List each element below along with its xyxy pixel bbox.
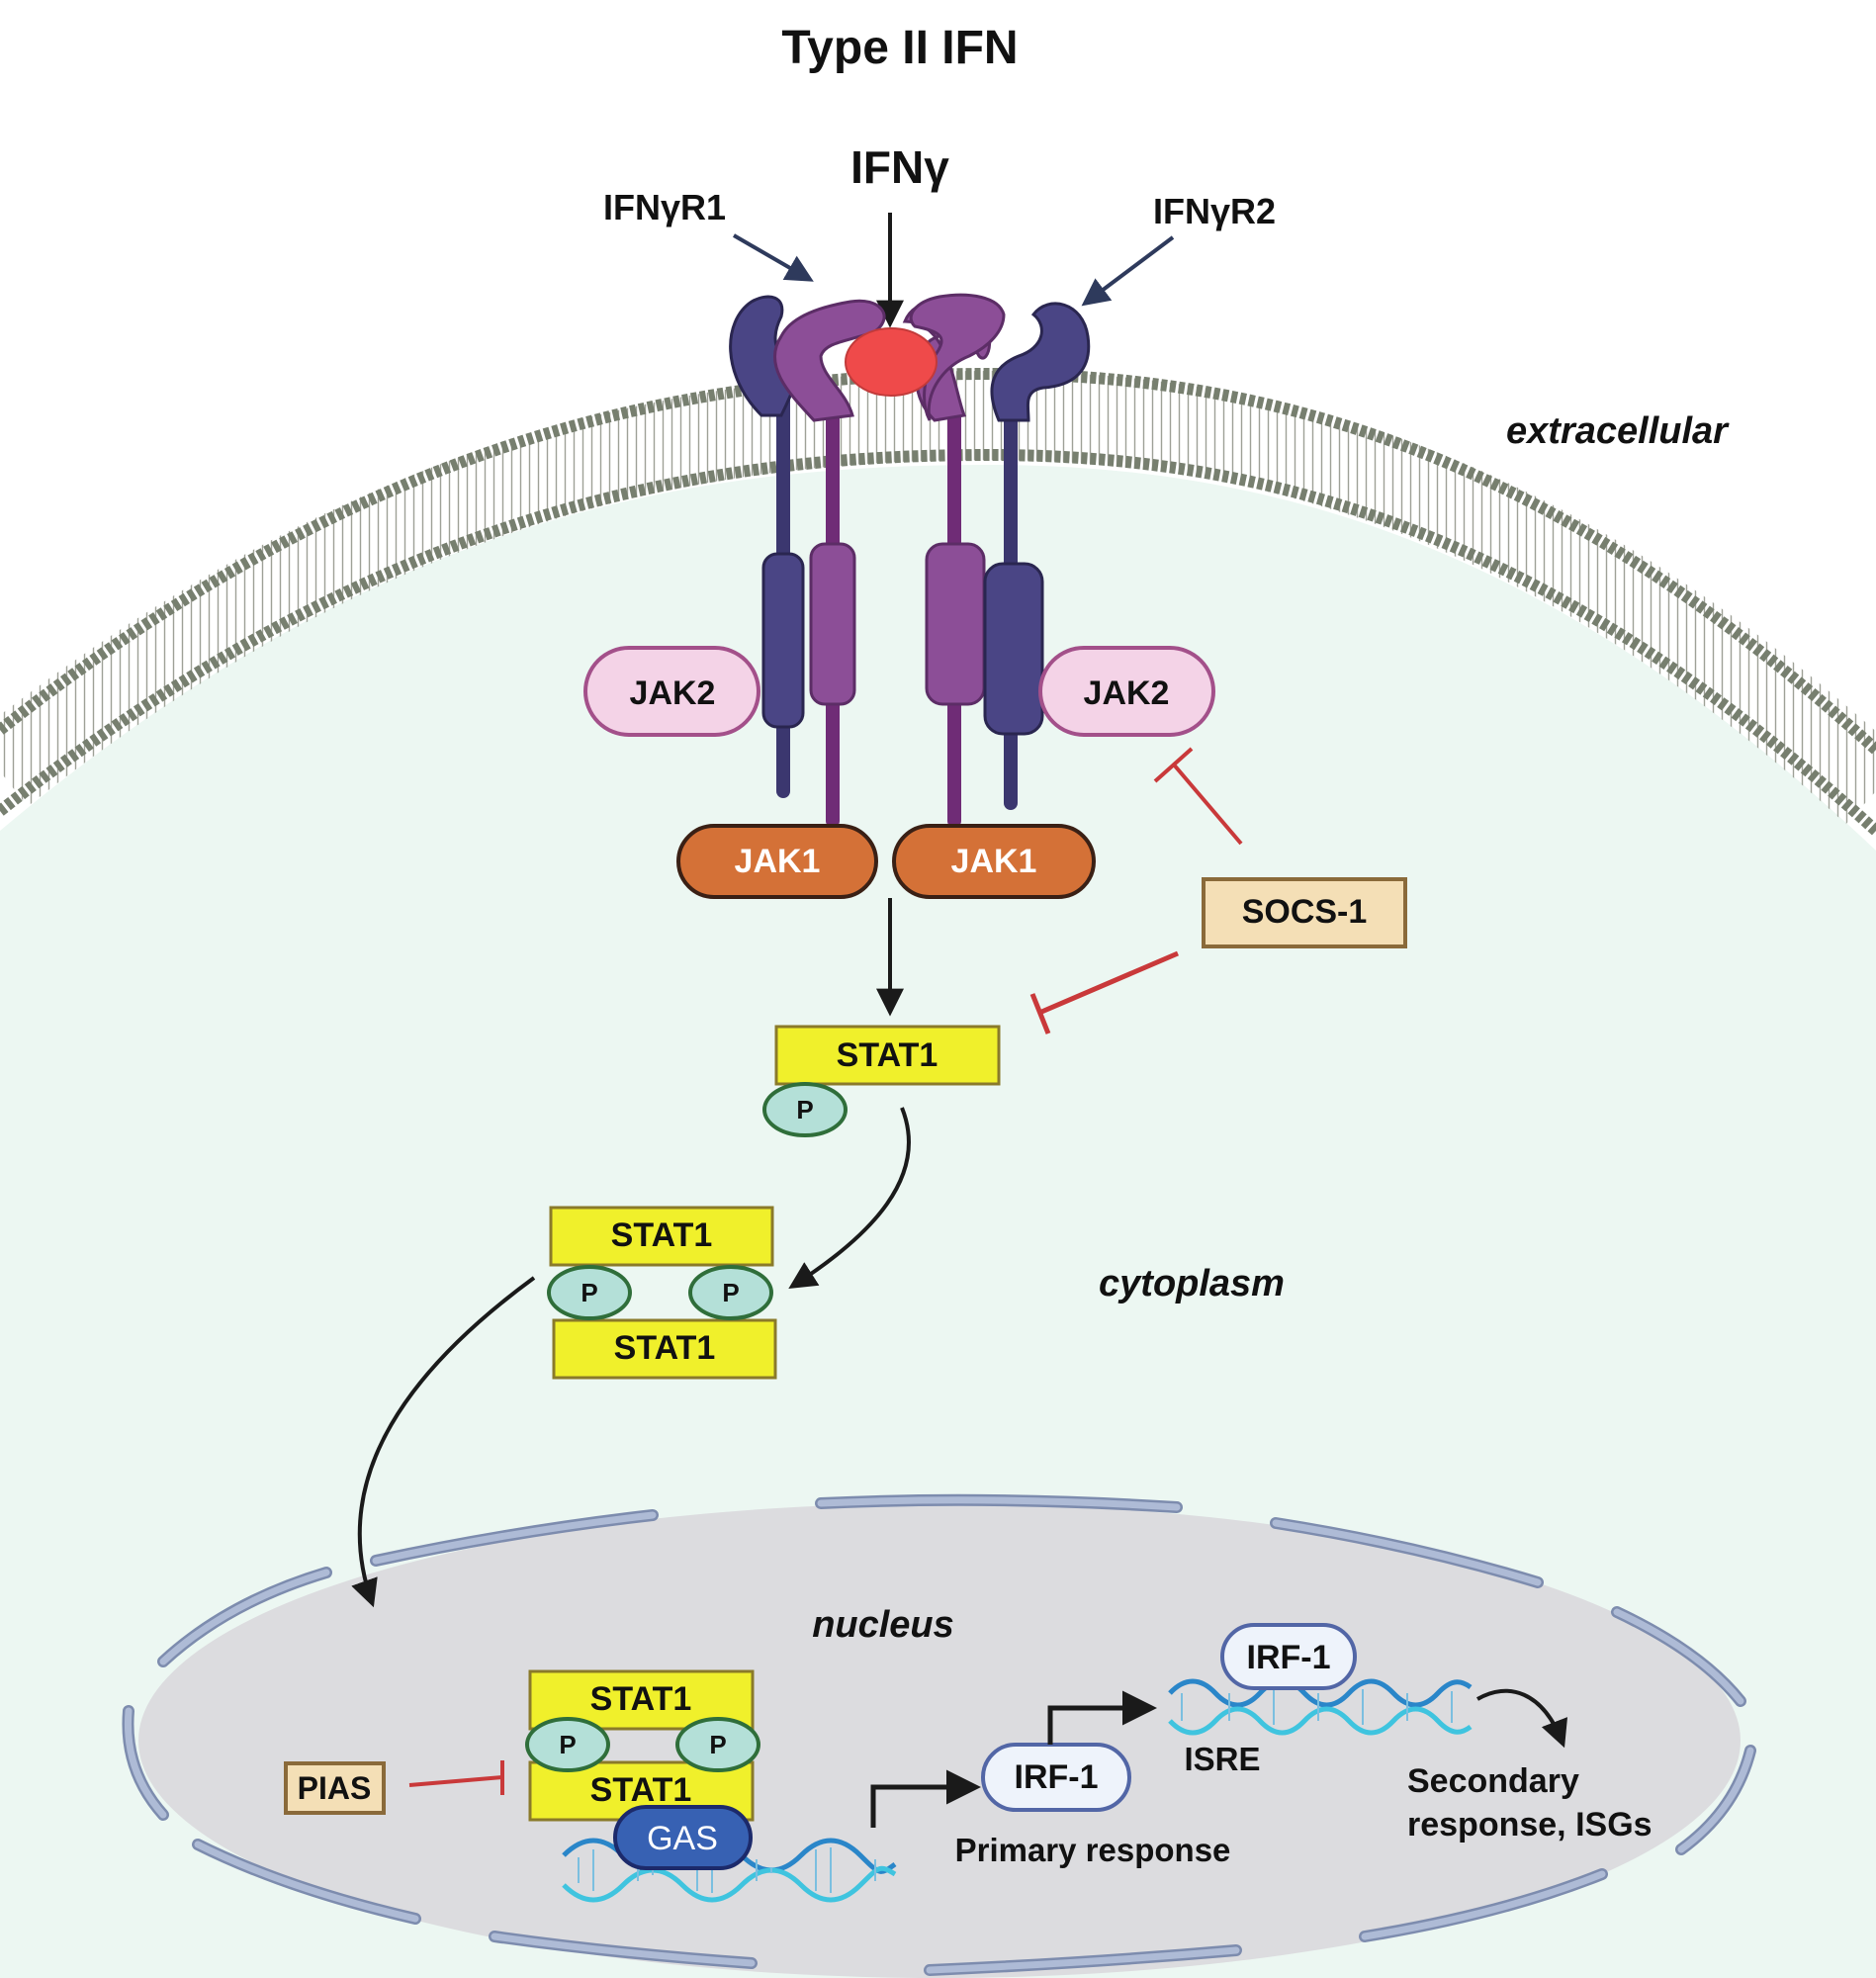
stat1-dimer-bottom-label: STAT1 bbox=[614, 1329, 716, 1367]
stat1-dimer-top-label: STAT1 bbox=[611, 1216, 713, 1254]
jak2-right: JAK2 bbox=[1038, 646, 1215, 737]
socs1-box: SOCS-1 bbox=[1202, 877, 1407, 948]
isre-label: ISRE bbox=[1184, 1741, 1260, 1777]
phospho-nuclear-right bbox=[675, 1717, 760, 1772]
jak1-right: JAK1 bbox=[892, 824, 1096, 899]
ifng-ligand bbox=[845, 327, 938, 397]
secondary-response-line1: Secondary bbox=[1407, 1762, 1579, 1800]
irf1-promoter-arrow bbox=[1047, 1690, 1157, 1745]
irf1-primary-label: IRF-1 bbox=[1015, 1758, 1099, 1796]
primary-response-label: Primary response bbox=[955, 1832, 1231, 1868]
socs1-label: SOCS-1 bbox=[1242, 893, 1368, 931]
jak1-left-label: JAK1 bbox=[735, 843, 821, 880]
socs1-inhibits-jak2 bbox=[1153, 747, 1243, 846]
ifngr1-label: IFNγR1 bbox=[603, 187, 726, 227]
label-extracellular: extracellular bbox=[1506, 410, 1730, 452]
pias-label: PIAS bbox=[298, 1770, 372, 1806]
jak2-left-label: JAK2 bbox=[630, 674, 716, 712]
irf1-secondary: IRF-1 bbox=[1220, 1623, 1357, 1690]
ifngr1-arrow bbox=[732, 233, 814, 282]
jak1-left: JAK1 bbox=[676, 824, 878, 899]
nucleus bbox=[122, 1493, 1756, 1978]
dimer-to-nucleus-arrow bbox=[351, 1276, 536, 1608]
phospho-dimer-left bbox=[547, 1265, 632, 1320]
stat1-monomer-label: STAT1 bbox=[837, 1036, 938, 1074]
receptor-complex bbox=[729, 293, 1091, 828]
gas-element: GAS bbox=[613, 1805, 753, 1870]
nuclear-stat1-top-label: STAT1 bbox=[590, 1680, 692, 1718]
phospho-monomer-label: P bbox=[796, 1095, 813, 1124]
socs1-inhibits-stat1 bbox=[1029, 950, 1179, 1034]
phospho-dimer-left-label: P bbox=[581, 1278, 597, 1307]
plasma-membrane bbox=[0, 367, 1876, 836]
phospho-monomer bbox=[762, 1082, 848, 1137]
irf1-secondary-label: IRF-1 bbox=[1247, 1639, 1331, 1676]
monomer-to-dimer-arrow bbox=[788, 1107, 911, 1290]
irf1-primary: IRF-1 bbox=[981, 1743, 1131, 1812]
gas-promoter-arrow bbox=[870, 1769, 981, 1828]
jak2-right-label: JAK2 bbox=[1084, 674, 1170, 712]
gas-label: GAS bbox=[647, 1820, 718, 1857]
ifngr2-label: IFNγR2 bbox=[1153, 191, 1276, 231]
jak1-right-label: JAK1 bbox=[951, 843, 1037, 880]
pias-box: PIAS bbox=[284, 1761, 386, 1815]
dna-isre bbox=[1168, 1678, 1473, 1736]
secondary-response-line2: response, ISGs bbox=[1407, 1806, 1653, 1843]
nuclear-stat1-bottom-label: STAT1 bbox=[590, 1771, 692, 1809]
ifngr1-left bbox=[773, 299, 886, 828]
pias-inhibits-stat1 bbox=[408, 1760, 504, 1795]
stat1-dimer: STAT1 STAT1 P P bbox=[547, 1206, 777, 1380]
secondary-response-arrow bbox=[1475, 1688, 1568, 1749]
phospho-nuclear-left bbox=[525, 1717, 610, 1772]
ifng-label: IFNγ bbox=[850, 141, 949, 193]
phospho-nuclear-left-label: P bbox=[559, 1730, 576, 1759]
ifngr2-right bbox=[983, 302, 1091, 810]
stat1-monomer: STAT1 P bbox=[762, 1025, 1001, 1137]
phospho-dimer-right-label: P bbox=[722, 1278, 739, 1307]
phospho-dimer-right bbox=[688, 1265, 773, 1320]
ifngr2-arrow bbox=[1081, 235, 1175, 307]
nuclear-stat1-dimer: STAT1 STAT1 P P bbox=[525, 1669, 760, 1822]
label-nucleus: nucleus bbox=[812, 1604, 954, 1646]
phospho-nuclear-right-label: P bbox=[709, 1730, 726, 1759]
jak2-left: JAK2 bbox=[583, 646, 760, 737]
label-cytoplasm: cytoplasm bbox=[1099, 1263, 1285, 1304]
diagram-title: Type II IFN bbox=[781, 22, 1018, 74]
